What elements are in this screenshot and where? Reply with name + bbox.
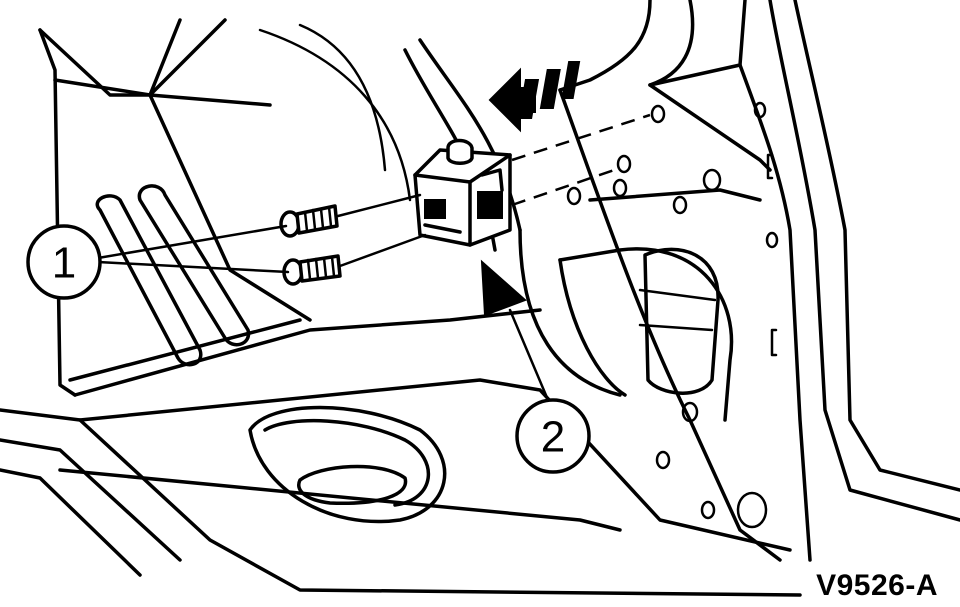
callout-1-label: 1 xyxy=(52,239,76,288)
pointer-arrow-icon xyxy=(480,259,527,317)
forward-arrow-icon xyxy=(488,61,581,133)
callout-2-label: 2 xyxy=(541,413,565,462)
alignment-lines xyxy=(336,113,651,268)
b-pillar xyxy=(403,0,960,562)
bolt-upper xyxy=(279,204,339,238)
callout-1: 1 xyxy=(26,224,290,300)
figure-id: V9526-A xyxy=(816,569,938,602)
door-striker xyxy=(413,138,512,247)
floor-panel xyxy=(0,378,802,597)
bolt-lower xyxy=(282,254,342,286)
callout-2: 2 xyxy=(508,308,591,474)
